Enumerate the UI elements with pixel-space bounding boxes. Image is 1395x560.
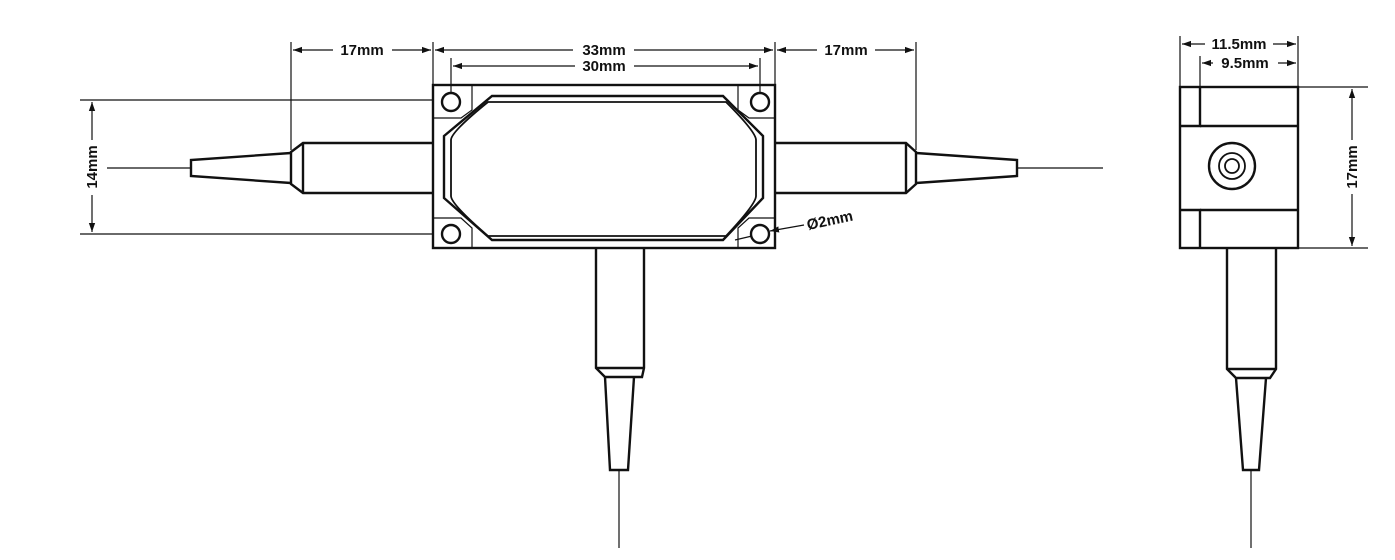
side-port-outer-ring (1207, 141, 1257, 191)
mounting-hole-bottom-left (440, 223, 462, 245)
dimension-label-housing-width: 14mm (84, 145, 101, 188)
side-port-middle-ring (1218, 152, 1246, 180)
housing (431, 83, 777, 250)
side-fiber-pigtail (1225, 248, 1278, 548)
dimension-left-lead: 17mm (293, 42, 431, 59)
front-view: 17mm 33mm 30mm 17mm 14mm (80, 42, 1103, 548)
side-extension-lines (1179, 36, 1368, 249)
bottom-fiber-pigtail (594, 248, 646, 548)
dimension-label-right-lead: 17mm (824, 42, 867, 59)
housing-outline (431, 83, 777, 250)
side-housing-outline (1178, 85, 1300, 250)
left-fiber-pigtail (107, 141, 433, 195)
mounting-hole-bottom-right (749, 223, 771, 245)
extension-lines (80, 42, 917, 235)
housing-inner-panel-rounded (450, 101, 757, 237)
dimension-hole-spacing: 30mm (453, 58, 758, 75)
side-port-inner-ring (1224, 158, 1240, 174)
housing-inner-panel (442, 94, 765, 242)
dimension-hole-diameter: Ø2mm (734, 208, 854, 241)
dimension-side-height: 17mm (1344, 89, 1361, 246)
mounting-hole-top-right (749, 91, 771, 113)
dimension-right-lead: 17mm (777, 42, 914, 59)
mounting-hole-top-left (440, 91, 462, 113)
dimension-label-side-width: 11.5mm (1211, 36, 1266, 53)
dimension-housing-width: 14mm (84, 102, 101, 232)
side-housing (1178, 85, 1300, 250)
dimension-side-width: 11.5mm (1182, 36, 1296, 53)
side-view: 11.5mm 9.5mm 17mm (1178, 36, 1368, 548)
dimension-label-side-height: 17mm (1344, 145, 1361, 188)
dimension-label-left-lead: 17mm (340, 42, 383, 59)
dimension-housing-length: 33mm (435, 42, 773, 59)
dimension-label-hole-diameter: Ø2mm (805, 208, 854, 234)
dimension-side-inner-width: 9.5mm (1202, 55, 1296, 72)
dimension-label-side-inner-width: 9.5mm (1221, 55, 1269, 72)
dimension-label-housing-length: 33mm (582, 42, 625, 59)
right-fiber-pigtail (775, 141, 1103, 195)
dimension-label-hole-spacing: 30mm (582, 58, 625, 75)
